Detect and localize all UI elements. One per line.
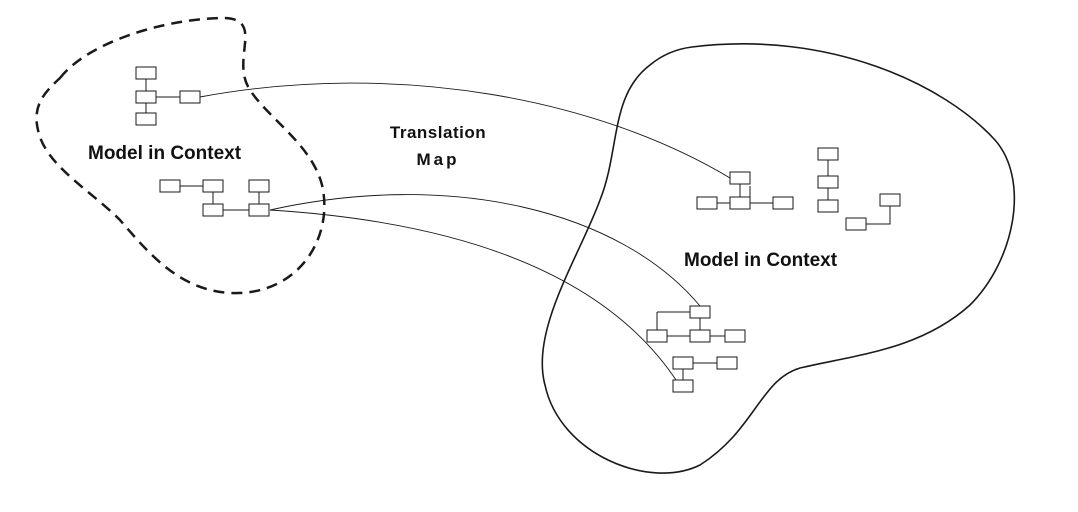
translation-map-label-line2: Map [416,150,460,169]
model-element-box [672,379,694,393]
model-element-box [202,179,224,193]
translation-links [199,82,731,387]
model-element-box [817,175,839,189]
model-element-box [248,203,270,217]
right-model-structure-3 [845,193,901,231]
right-model-structure-1 [696,171,794,210]
translation-link [269,194,701,307]
left-model-structure-2 [159,179,270,217]
model-element-box [729,171,751,185]
model-element-box [716,356,738,370]
left-context-boundary [35,16,326,295]
model-element-box [689,305,711,319]
model-element-box [202,203,224,217]
model-element-box [159,179,181,193]
model-element-box [689,329,711,343]
right-model-structure-2 [817,147,839,213]
model-element-box [135,66,157,80]
model-element-box [135,112,157,126]
model-element-box [135,90,157,104]
model-element-box [817,147,839,161]
translation-map-label-line1: Translation [389,123,487,142]
model-element-box [646,329,668,343]
model-element-box [724,329,746,343]
right-context-boundary [541,43,1016,474]
model-element-box [729,196,751,210]
model-element-box [772,196,794,210]
translation-link [269,209,681,387]
right-model-structure-4 [646,305,746,393]
model-element-box [179,90,201,104]
left-context-title: Model in Context [88,143,242,164]
model-element-box [817,199,839,213]
model-element-box [248,179,270,193]
translation-map-label: Translation Map [372,119,504,173]
translation-link [199,82,731,179]
model-element-box [672,356,694,370]
model-element-box [696,196,718,210]
model-element-box [879,193,901,207]
right-context-title: Model in Context [684,250,838,271]
left-model-structure-1 [135,66,201,126]
model-element-box [845,217,867,231]
